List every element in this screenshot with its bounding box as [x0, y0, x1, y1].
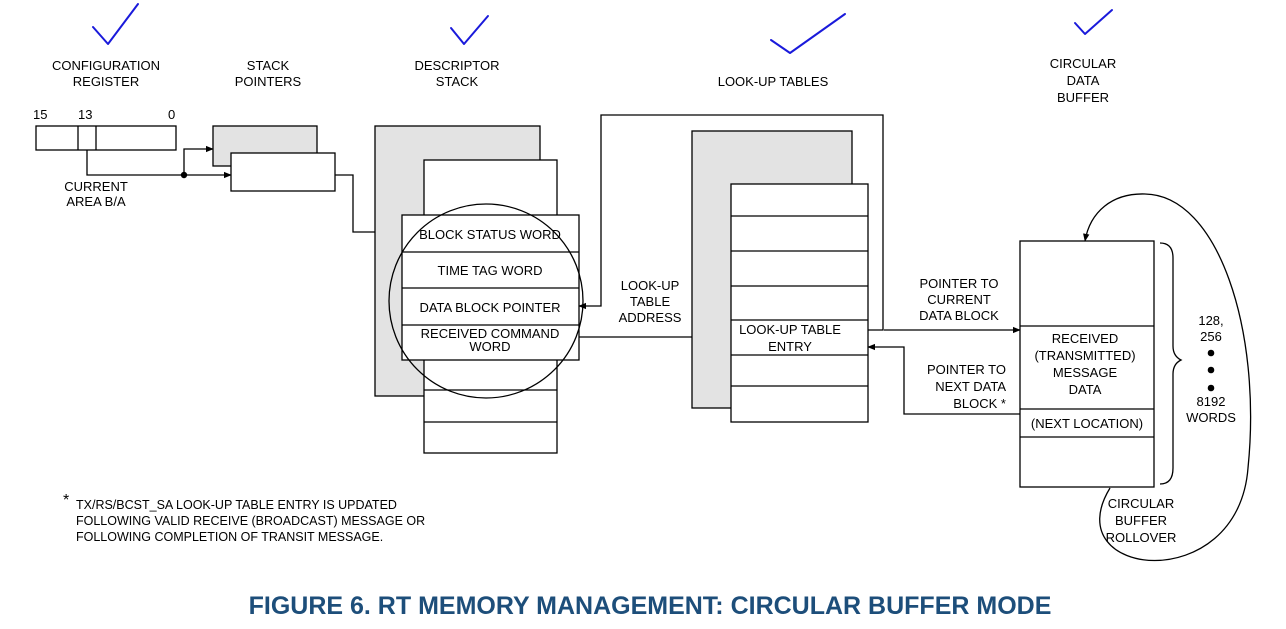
data-block-pointer: DATA BLOCK POINTER — [419, 300, 560, 315]
lookup-table-front — [730, 183, 869, 423]
checkmark-icon — [450, 15, 489, 45]
circular-buffer-rollover-loop — [1083, 193, 1252, 561]
lookup-tables-heading: LOOK-UP TABLES — [718, 74, 829, 89]
checkmark-icon — [1074, 9, 1113, 35]
ellipsis-dot — [1207, 366, 1215, 374]
descriptor-highlight-circle — [388, 203, 584, 399]
ellipsis-dot — [1207, 384, 1215, 392]
circular-buffer-box — [1019, 240, 1155, 488]
figure-caption: FIGURE 6. RT MEMORY MANAGEMENT: CIRCULAR… — [249, 592, 1052, 620]
bit-0-label: 0 — [168, 107, 175, 122]
buffer-size-brace — [1159, 242, 1183, 485]
footnote-text: TX/RS/BCST_SA LOOK-UP TABLE ENTRY IS UPD… — [76, 498, 425, 544]
next-location-label: (NEXT LOCATION) — [1031, 416, 1143, 431]
footnote-marker: * — [63, 492, 69, 509]
bit-15-label: 15 — [33, 107, 47, 122]
time-tag-word: TIME TAG WORD — [438, 263, 543, 278]
buffer-size-top: 128,256 — [1198, 313, 1223, 344]
block-status-word: BLOCK STATUS WORD — [419, 227, 561, 242]
configuration-register-box — [35, 125, 177, 151]
checkmark-icon — [92, 3, 139, 45]
ellipsis-dot — [1207, 349, 1215, 357]
checkmark-icon — [770, 13, 846, 54]
stack-pointer-front — [230, 152, 336, 192]
bit-13-label: 13 — [78, 107, 92, 122]
